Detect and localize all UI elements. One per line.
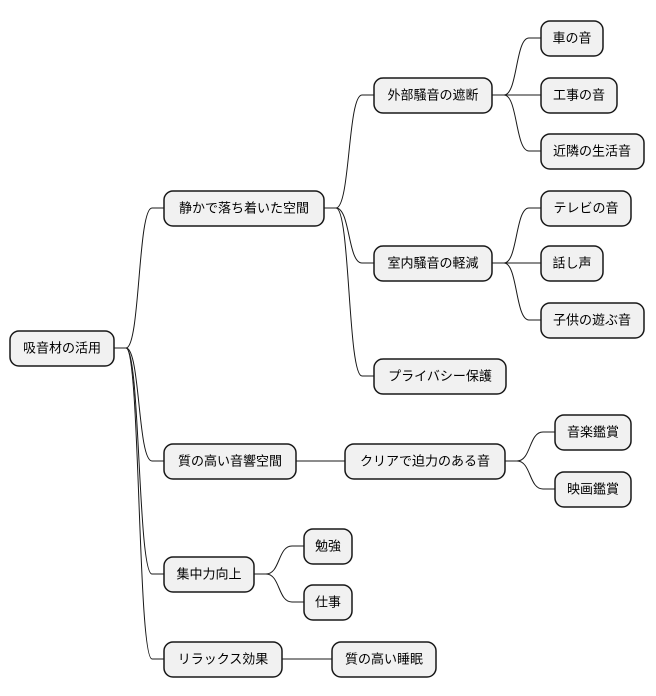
svg-text:質の高い音響空間: 質の高い音響空間 <box>178 454 282 470</box>
svg-text:話し声: 話し声 <box>552 256 591 272</box>
edge-n2a-n2a1 <box>505 431 555 462</box>
edge-n1b-n1b3 <box>492 262 541 321</box>
svg-text:車の音: 車の音 <box>552 31 591 47</box>
edge-n1a-n1a3 <box>492 94 541 152</box>
svg-text:勉強: 勉強 <box>315 540 341 555</box>
svg-text:質の高い睡眠: 質の高い睡眠 <box>345 652 423 668</box>
node-neighbor-sound: 近隣の生活音 <box>540 133 645 170</box>
node-focus-improvement: 集中力向上 <box>163 556 255 593</box>
edge-n3-n3b <box>254 573 304 603</box>
node-acoustic-space: 質の高い音響空間 <box>163 443 297 480</box>
edge-n1b-n1b1 <box>492 207 541 264</box>
svg-text:近隣の生活音: 近隣の生活音 <box>553 144 631 160</box>
node-external-noise-block: 外部騒音の遮断 <box>373 77 493 114</box>
node-car-sound: 車の音 <box>540 20 604 57</box>
edge-root-n2 <box>114 347 164 462</box>
node-tv-sound: テレビの音 <box>540 190 632 227</box>
node-privacy: プライバシー保護 <box>373 358 507 395</box>
svg-text:工事の音: 工事の音 <box>553 88 605 104</box>
node-music-listening: 音楽鑑賞 <box>554 414 632 451</box>
node-clear-powerful-sound: クリアで迫力のある音 <box>344 443 506 480</box>
svg-text:外部騒音の遮断: 外部騒音の遮断 <box>387 88 478 104</box>
node-indoor-noise-reduce: 室内騒音の軽減 <box>373 245 493 282</box>
edge-root-n4 <box>114 347 164 660</box>
svg-text:プライバシー保護: プライバシー保護 <box>388 369 492 385</box>
svg-text:リラックス効果: リラックス効果 <box>178 653 269 668</box>
edge-root-n1 <box>114 207 164 349</box>
edge-n2a-n2a2 <box>505 460 555 490</box>
node-voices: 話し声 <box>540 245 604 282</box>
edge-n3-n3a <box>254 545 304 575</box>
node-work: 仕事 <box>303 584 353 621</box>
node-quiet-space: 静かで落ち着いた空間 <box>163 190 325 227</box>
svg-text:子供の遊ぶ音: 子供の遊ぶ音 <box>553 313 631 329</box>
edge-n1-n1b <box>324 207 374 264</box>
edge-n1-n1c <box>324 207 374 377</box>
node-construction-sound: 工事の音 <box>540 77 618 114</box>
svg-text:映画鑑賞: 映画鑑賞 <box>567 482 619 498</box>
node-relax-effect: リラックス効果 <box>163 641 283 678</box>
node-root: 吸音材の活用 <box>9 330 115 367</box>
node-kids-play-sound: 子供の遊ぶ音 <box>540 302 645 339</box>
svg-text:クリアで迫力のある音: クリアで迫力のある音 <box>360 454 490 470</box>
node-movie-watching: 映画鑑賞 <box>554 471 632 508</box>
edge-n1a-n1a1 <box>492 37 541 96</box>
node-quality-sleep: 質の高い睡眠 <box>331 641 437 678</box>
edge-n1-n1a <box>324 94 374 209</box>
edges <box>114 37 555 660</box>
svg-text:テレビの音: テレビの音 <box>553 201 618 217</box>
svg-text:静かで落ち着いた空間: 静かで落ち着いた空間 <box>179 201 309 217</box>
svg-text:音楽鑑賞: 音楽鑑賞 <box>567 425 619 441</box>
svg-text:室内騒音の軽減: 室内騒音の軽減 <box>387 256 478 272</box>
node-study: 勉強 <box>303 528 353 565</box>
svg-text:集中力向上: 集中力向上 <box>176 567 241 583</box>
svg-text:吸音材の活用: 吸音材の活用 <box>23 341 101 357</box>
svg-text:仕事: 仕事 <box>315 596 341 611</box>
